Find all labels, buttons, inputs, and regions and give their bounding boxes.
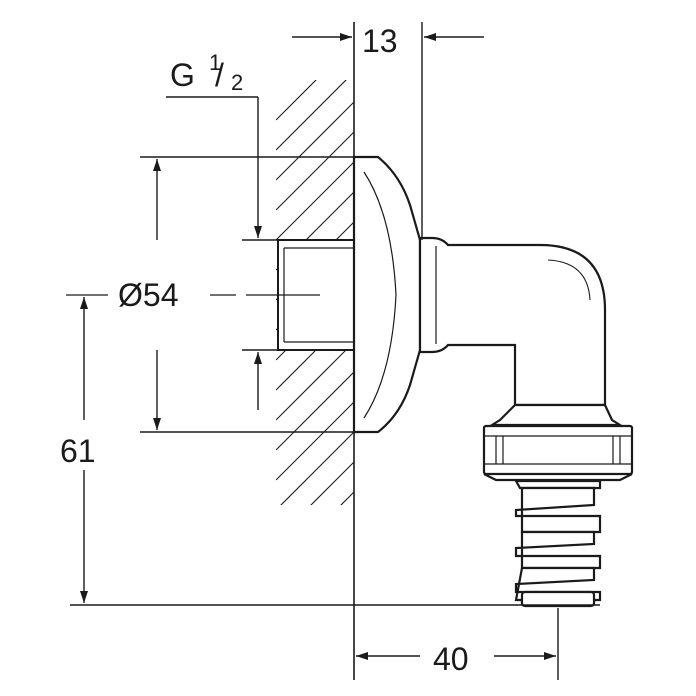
elbow-body — [418, 236, 607, 407]
hose-nozzle — [514, 479, 602, 608]
dimension-diameter — [140, 156, 354, 433]
thread-label: G 1 / 2 — [170, 50, 243, 95]
dimension-label-40: 40 — [433, 641, 469, 677]
thread-fraction-den: 2 — [231, 70, 243, 95]
dimension-label-diameter: Ø54 — [118, 277, 178, 313]
thread-fraction-num: 1 — [209, 50, 221, 75]
dimension-13 — [292, 22, 484, 240]
dimension-40 — [356, 608, 559, 680]
dimension-61 — [70, 297, 600, 606]
rosette-flange — [352, 155, 422, 434]
hex-nut — [482, 424, 634, 482]
dimension-label-13: 13 — [362, 23, 398, 59]
coupling-transition — [488, 403, 624, 427]
thread-prefix: G — [170, 57, 195, 93]
dimension-label-61: 61 — [60, 433, 96, 469]
thread-fraction-slash: / — [215, 57, 224, 93]
thread-leader — [166, 96, 278, 410]
